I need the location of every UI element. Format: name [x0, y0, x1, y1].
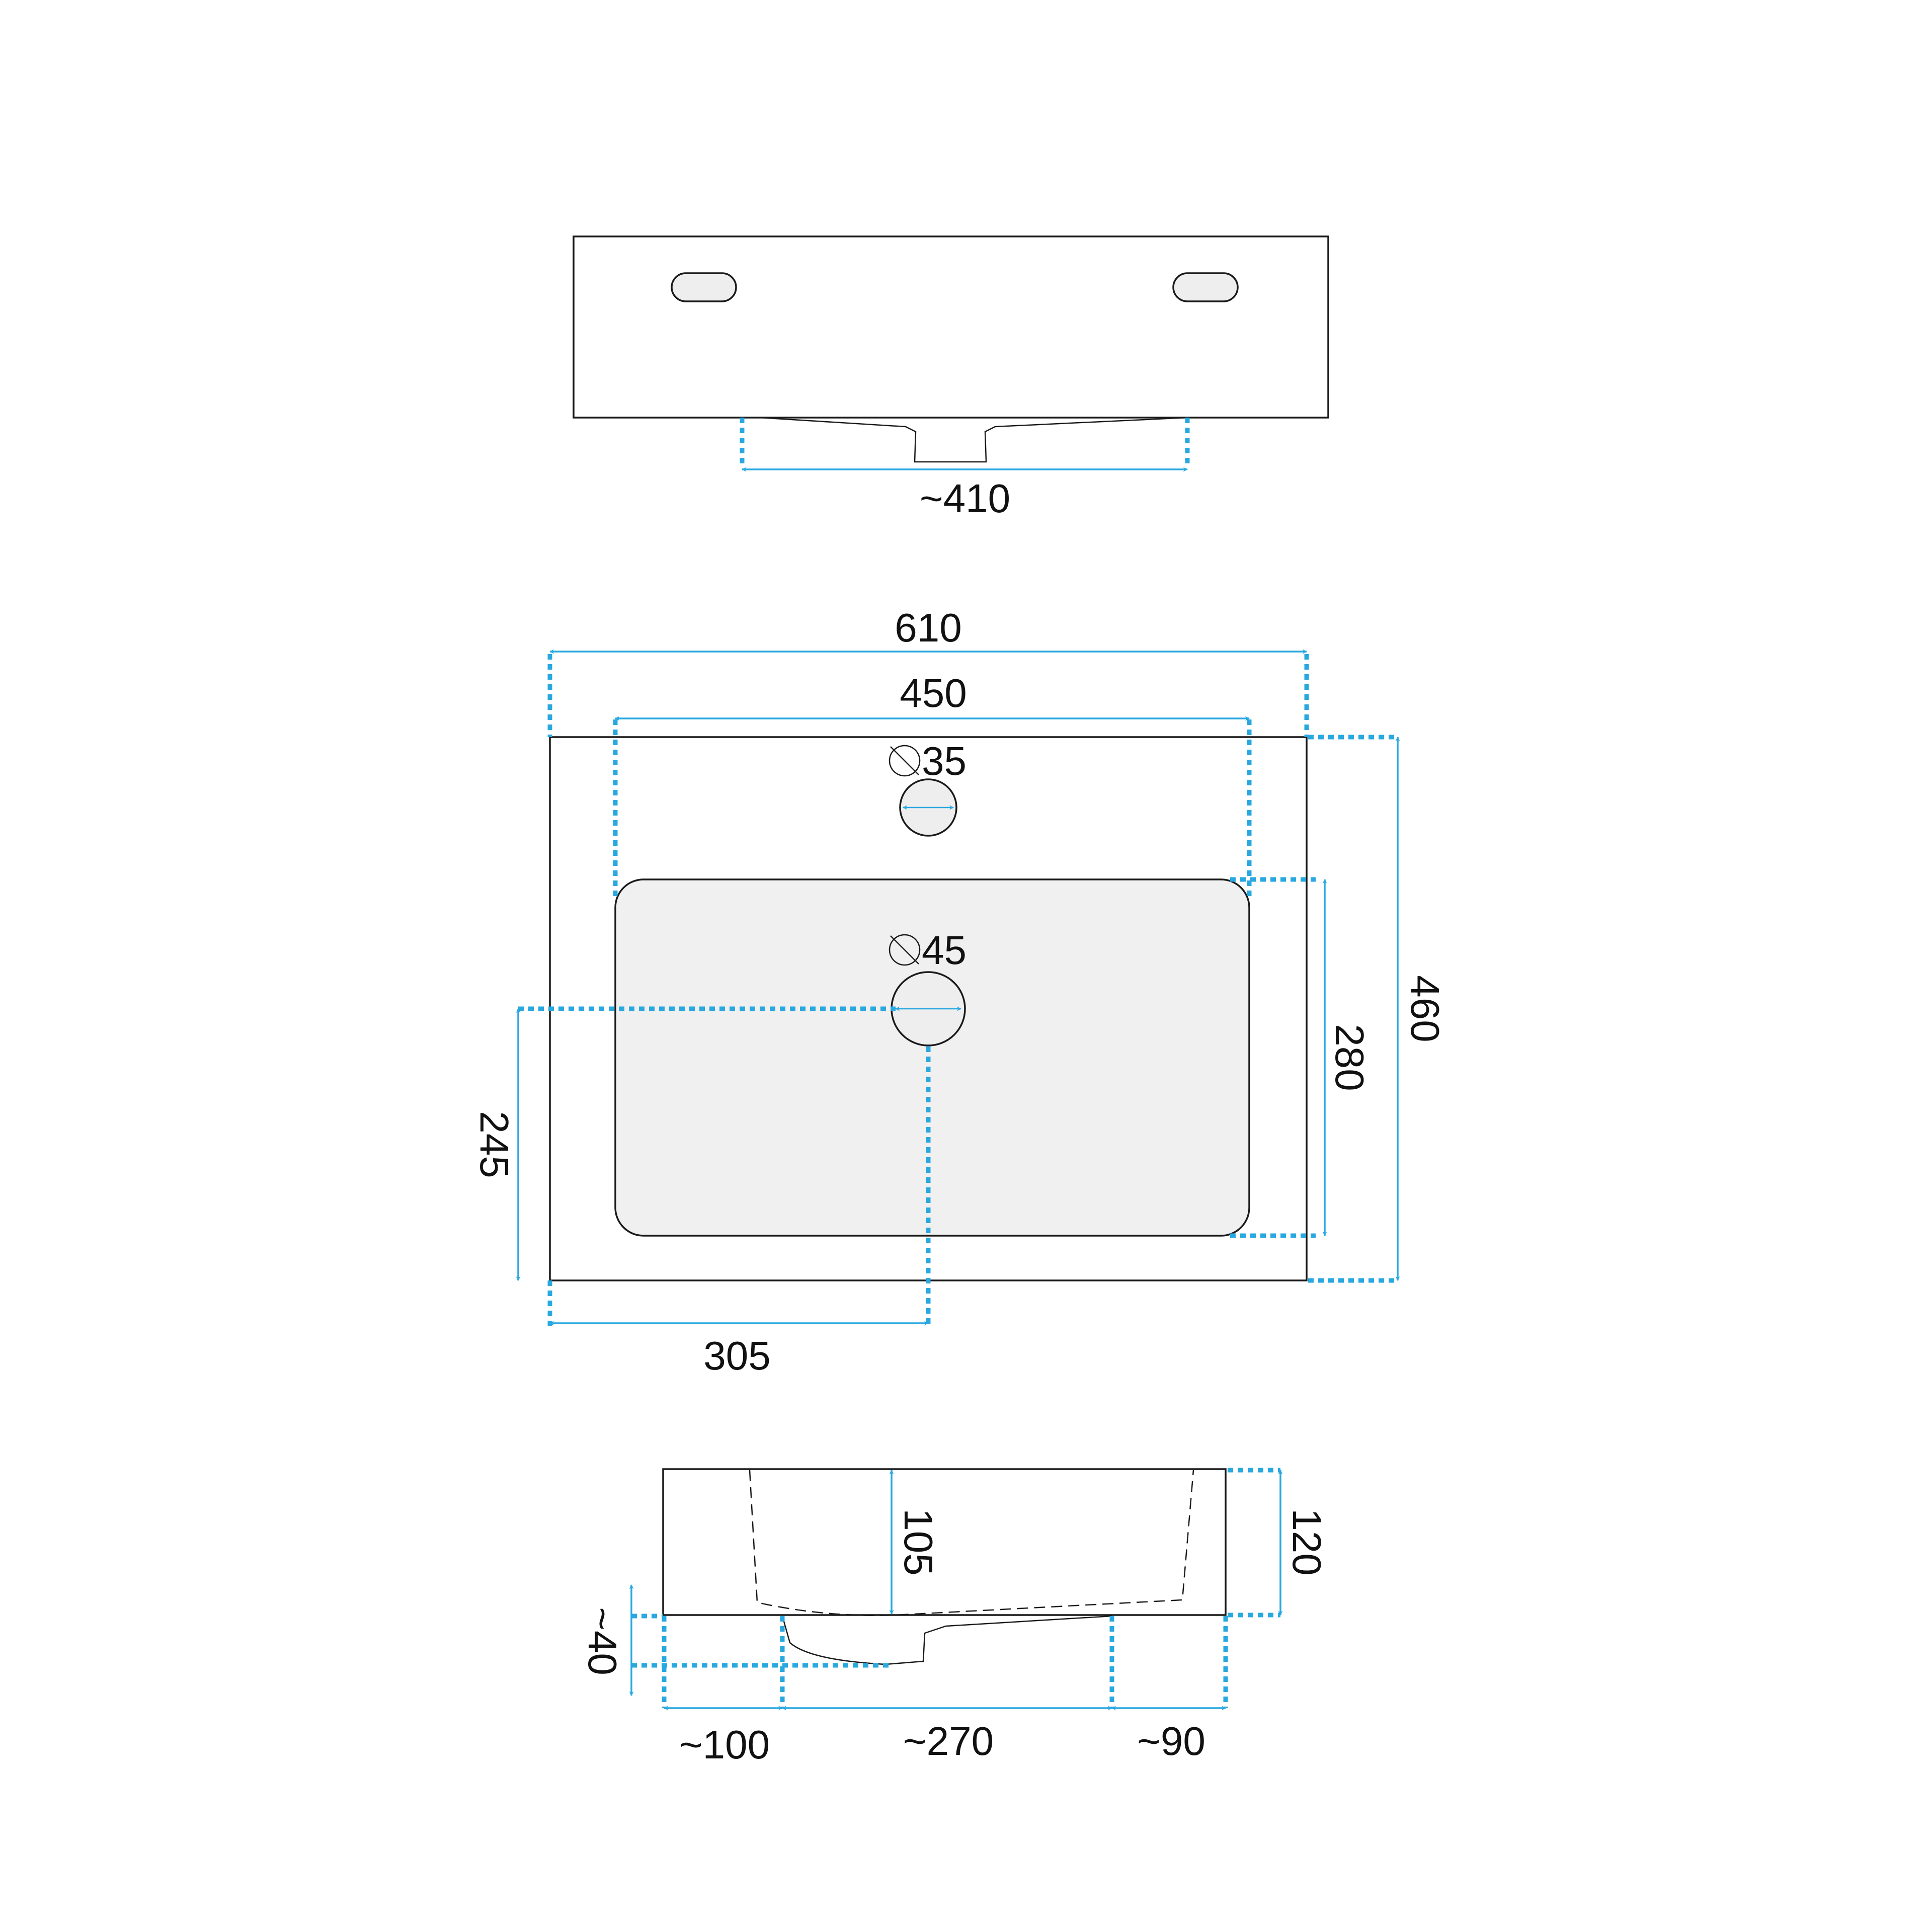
- offset-left-label: ~100: [679, 1722, 770, 1767]
- tap-hole-diameter-symbol: [889, 745, 921, 777]
- tap-hole-diameter-label: 35: [922, 739, 967, 783]
- rear-view: ~410: [573, 235, 1329, 521]
- width-450-label: 450: [900, 671, 967, 715]
- drain-245-label: 245: [472, 1111, 517, 1178]
- hidden-basin-profile: [749, 1470, 1194, 1616]
- basin-bowl: [614, 878, 1250, 1237]
- side-trap-profile: [781, 1615, 1112, 1665]
- depth-105-label: 105: [896, 1508, 941, 1575]
- top-view: 35 45 610 450 460 280 245: [472, 605, 1447, 1378]
- overflow-slot-left: [671, 272, 737, 302]
- drain-hole-diameter-label: 45: [922, 928, 967, 973]
- drop-40-label: ~40: [580, 1607, 625, 1675]
- depth-280-label: 280: [1327, 1024, 1372, 1091]
- width-610-label: 610: [895, 605, 961, 650]
- side-view: 105 120 ~40 ~100 ~270 ~90: [580, 1468, 1329, 1767]
- height-120-label: 120: [1284, 1508, 1329, 1575]
- depth-460-label: 460: [1403, 975, 1447, 1042]
- trap-width-label: ~410: [920, 476, 1010, 521]
- drain-hole-diameter-symbol: [889, 934, 921, 966]
- side-panel-outline: [662, 1468, 1227, 1616]
- offset-right-label: ~90: [1137, 1719, 1205, 1763]
- drain-305-label: 305: [703, 1333, 770, 1378]
- overflow-slot-right: [1172, 272, 1239, 302]
- trap-length-label: ~270: [903, 1719, 994, 1763]
- rear-panel-outline: [573, 235, 1329, 419]
- trap-profile: [759, 417, 1188, 463]
